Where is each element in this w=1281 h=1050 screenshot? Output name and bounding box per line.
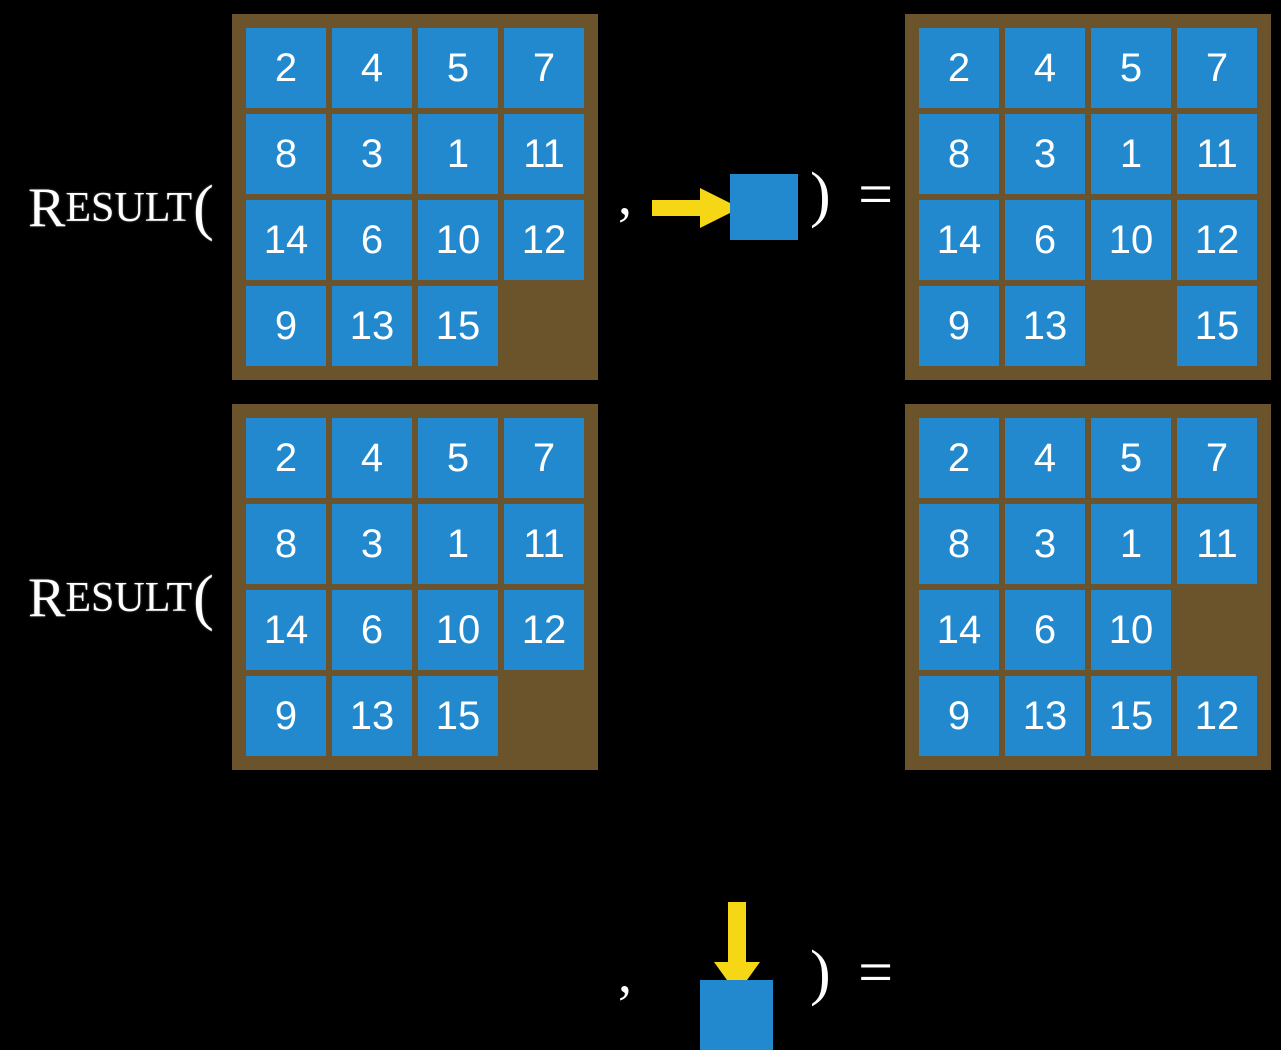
tile[interactable]: 14 (919, 590, 999, 670)
tile-blank[interactable] (504, 286, 584, 366)
tile[interactable]: 12 (1177, 200, 1257, 280)
close-paren-equals: ) = (810, 939, 900, 1007)
tile[interactable]: 4 (332, 28, 412, 108)
tile[interactable]: 10 (418, 200, 498, 280)
tile[interactable]: 3 (1005, 504, 1085, 584)
tile[interactable]: 4 (1005, 28, 1085, 108)
tile[interactable]: 13 (1005, 676, 1085, 756)
tile[interactable]: 6 (332, 590, 412, 670)
open-paren: ( (193, 174, 214, 242)
tile[interactable]: 15 (1091, 676, 1171, 756)
tile[interactable]: 5 (418, 418, 498, 498)
tile-blank[interactable] (1177, 590, 1257, 670)
tile[interactable]: 8 (919, 114, 999, 194)
tile[interactable]: 1 (418, 114, 498, 194)
tile[interactable]: 11 (1177, 504, 1257, 584)
tile[interactable]: 11 (504, 504, 584, 584)
tile[interactable]: 9 (246, 286, 326, 366)
result-label-capital: R (28, 567, 66, 629)
tile[interactable]: 5 (1091, 28, 1171, 108)
tile[interactable]: 9 (919, 286, 999, 366)
result-label-row-1: R ESULT ( (28, 168, 214, 248)
tile[interactable]: 1 (418, 504, 498, 584)
tile[interactable]: 13 (332, 286, 412, 366)
tile[interactable]: 14 (246, 200, 326, 280)
tile-blank[interactable] (504, 676, 584, 756)
result-label-smallcaps: ESULT (65, 575, 193, 621)
tile[interactable]: 10 (1091, 590, 1171, 670)
comma-separator: , (618, 943, 632, 1005)
open-paren: ( (193, 564, 214, 632)
tile[interactable]: 7 (504, 418, 584, 498)
input-board-row-2: 2 4 5 7 8 3 1 11 14 6 10 12 9 13 15 (232, 404, 598, 770)
tile[interactable]: 13 (1005, 286, 1085, 366)
tile[interactable]: 3 (332, 114, 412, 194)
input-board-row-1: 2 4 5 7 8 3 1 11 14 6 10 12 9 13 15 (232, 14, 598, 380)
result-label-capital: R (28, 177, 66, 239)
tile[interactable]: 10 (1091, 200, 1171, 280)
tile[interactable]: 13 (332, 676, 412, 756)
tile[interactable]: 6 (1005, 590, 1085, 670)
comma-separator: , (618, 165, 632, 227)
tile[interactable]: 7 (1177, 418, 1257, 498)
arrow-right-icon (652, 188, 740, 228)
tile[interactable]: 3 (332, 504, 412, 584)
tile[interactable]: 9 (919, 676, 999, 756)
tile[interactable]: 11 (1177, 114, 1257, 194)
tile[interactable]: 1 (1091, 504, 1171, 584)
tile[interactable]: 7 (1177, 28, 1257, 108)
tile[interactable]: 8 (919, 504, 999, 584)
tile[interactable]: 10 (418, 590, 498, 670)
tile[interactable]: 3 (1005, 114, 1085, 194)
tile[interactable]: 11 (504, 114, 584, 194)
action-blank-tile-row-2[interactable] (700, 980, 773, 1050)
tile[interactable]: 2 (919, 28, 999, 108)
action-blank-tile-row-1[interactable] (730, 174, 798, 240)
tile[interactable]: 12 (504, 590, 584, 670)
tile[interactable]: 8 (246, 504, 326, 584)
equation-row-2: R ESULT ( 2 4 5 7 8 3 1 11 14 6 10 12 9 … (0, 390, 1281, 1050)
tile[interactable]: 2 (919, 418, 999, 498)
tile[interactable]: 15 (418, 286, 498, 366)
tile[interactable]: 5 (1091, 418, 1171, 498)
output-board-row-2: 2 4 5 7 8 3 1 11 14 6 10 9 13 15 12 (905, 404, 1271, 770)
tile[interactable]: 7 (504, 28, 584, 108)
tile[interactable]: 6 (1005, 200, 1085, 280)
result-label-row-2: R ESULT ( (28, 558, 214, 638)
output-board-row-1: 2 4 5 7 8 3 1 11 14 6 10 12 9 13 15 (905, 14, 1271, 380)
tile[interactable]: 2 (246, 418, 326, 498)
tile[interactable]: 14 (919, 200, 999, 280)
tile[interactable]: 9 (246, 676, 326, 756)
tile[interactable]: 1 (1091, 114, 1171, 194)
tile[interactable]: 15 (418, 676, 498, 756)
equation-row-1: R ESULT ( 2 4 5 7 8 3 1 11 14 6 10 12 9 … (0, 0, 1281, 390)
tile[interactable]: 2 (246, 28, 326, 108)
tile[interactable]: 6 (332, 200, 412, 280)
tile[interactable]: 12 (504, 200, 584, 280)
tile-blank[interactable] (1091, 286, 1171, 366)
tile[interactable]: 15 (1177, 286, 1257, 366)
tile[interactable]: 5 (418, 28, 498, 108)
tile[interactable]: 4 (332, 418, 412, 498)
close-paren-equals: ) = (810, 161, 900, 229)
tile[interactable]: 14 (246, 590, 326, 670)
tile[interactable]: 12 (1177, 676, 1257, 756)
result-label-smallcaps: ESULT (65, 185, 193, 231)
tile[interactable]: 4 (1005, 418, 1085, 498)
tile[interactable]: 8 (246, 114, 326, 194)
